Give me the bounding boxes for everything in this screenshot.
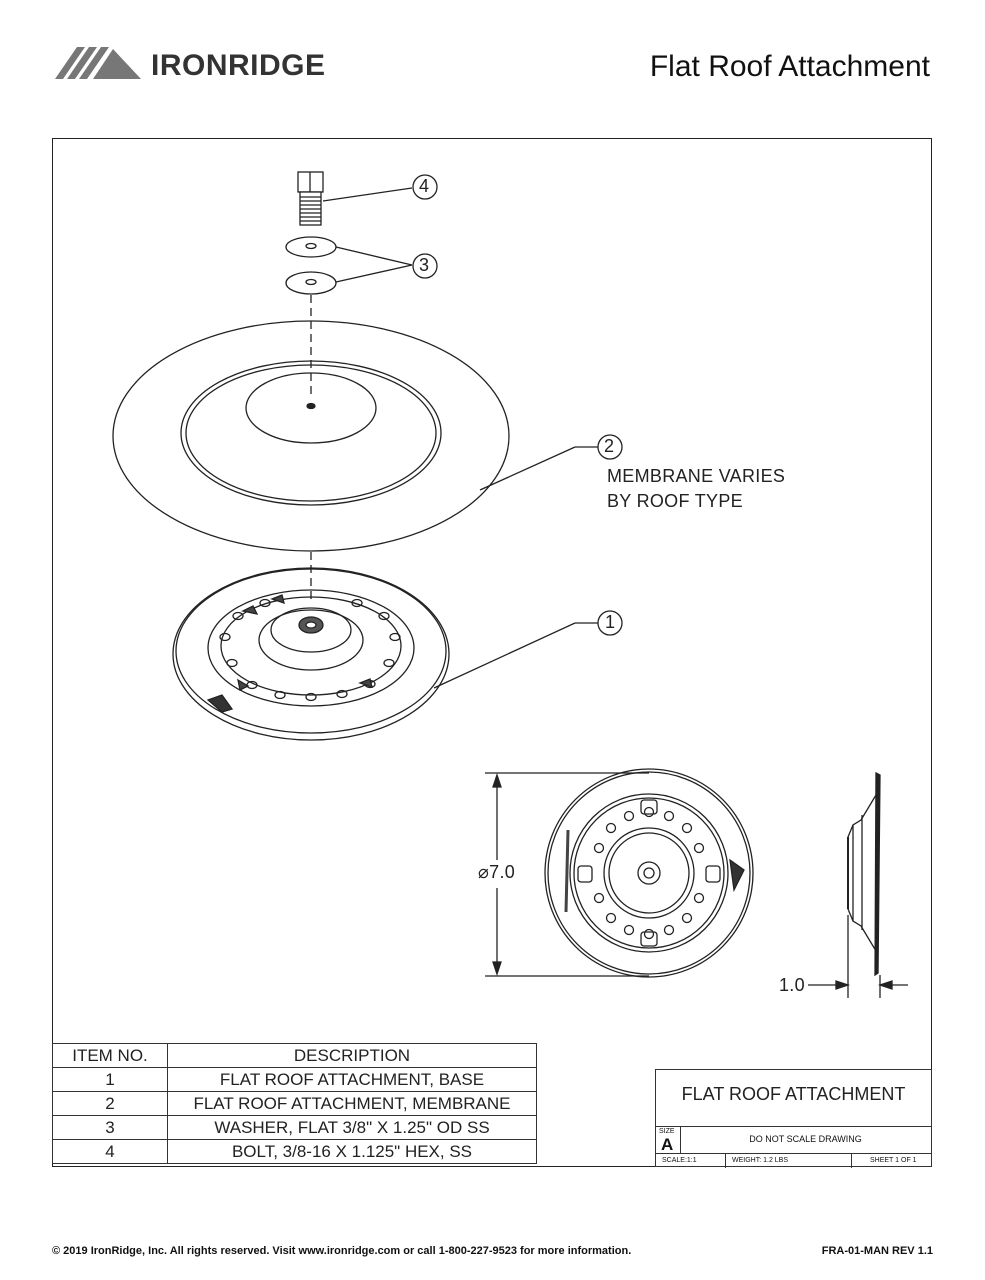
column-header-item: ITEM NO. xyxy=(52,1043,168,1068)
callout-1: 1 xyxy=(605,612,616,632)
bolt-part xyxy=(297,171,324,226)
washer-parts xyxy=(285,236,337,295)
brand-name: IRONRIDGE xyxy=(151,49,326,82)
document-id: FRA-01-MAN REV 1.1 xyxy=(821,1245,933,1257)
membrane-note-line2: BY ROOF TYPE xyxy=(607,491,743,511)
callout-3: 3 xyxy=(419,255,430,275)
size-value: A xyxy=(661,1135,674,1154)
cell-divider xyxy=(725,1154,726,1168)
drawing-frame xyxy=(52,138,932,1167)
column-header-description: DESCRIPTION xyxy=(167,1043,537,1068)
item-number: 1 xyxy=(52,1067,168,1092)
cell-divider xyxy=(851,1154,852,1168)
scale-note: DO NOT SCALE DRAWING xyxy=(749,1134,862,1144)
item-number: 2 xyxy=(52,1091,168,1116)
weight-value: WEIGHT: 1.2 LBS xyxy=(732,1157,789,1164)
base-side-view xyxy=(847,771,881,977)
diameter-dimension: ⌀7.0 xyxy=(478,862,516,883)
callout-4: 4 xyxy=(419,176,430,196)
title-block-info-row: SCALE:1:1 WEIGHT: 1.2 LBS SHEET 1 OF 1 xyxy=(656,1153,931,1168)
table-row: 3 WASHER, FLAT 3/8" X 1.25" OD SS xyxy=(52,1115,537,1140)
base-part xyxy=(172,567,450,741)
scale-value: SCALE:1:1 xyxy=(662,1157,697,1164)
title-block: FLAT ROOF ATTACHMENT SIZE A DO NOT SCALE… xyxy=(655,1069,932,1168)
item-description: BOLT, 3/8-16 X 1.125" HEX, SS xyxy=(167,1139,537,1164)
base-top-view xyxy=(544,768,754,978)
height-dimension: 1.0 xyxy=(779,975,805,995)
title-block-title: FLAT ROOF ATTACHMENT xyxy=(681,1084,906,1104)
item-description: WASHER, FLAT 3/8" X 1.25" OD SS xyxy=(167,1115,537,1140)
item-number: 3 xyxy=(52,1115,168,1140)
item-description: FLAT ROOF ATTACHMENT, BASE xyxy=(167,1067,537,1092)
table-row: 4 BOLT, 3/8-16 X 1.125" HEX, SS xyxy=(52,1139,537,1164)
membrane-part xyxy=(112,320,510,552)
item-number: 4 xyxy=(52,1139,168,1164)
copyright-text: © 2019 IronRidge, Inc. All rights reserv… xyxy=(52,1245,632,1257)
roof-stripes-icon xyxy=(55,47,141,79)
size-cell: SIZE A xyxy=(656,1127,681,1154)
size-label: SIZE xyxy=(659,1128,675,1135)
table-row: 1 FLAT ROOF ATTACHMENT, BASE xyxy=(52,1067,537,1092)
callout-2: 2 xyxy=(604,436,615,456)
item-description: FLAT ROOF ATTACHMENT, MEMBRANE xyxy=(167,1091,537,1116)
ironridge-logo: IRONRIDGE xyxy=(55,45,355,87)
membrane-note-line1: MEMBRANE VARIES xyxy=(607,466,786,486)
table-row: 2 FLAT ROOF ATTACHMENT, MEMBRANE xyxy=(52,1091,537,1116)
page-title: Flat Roof Attachment xyxy=(649,50,930,83)
bill-of-materials: ITEM NO. DESCRIPTION 1 FLAT ROOF ATTACHM… xyxy=(52,1043,537,1164)
sheet-value: SHEET 1 OF 1 xyxy=(870,1157,917,1164)
title-block-size-row: SIZE A DO NOT SCALE DRAWING xyxy=(656,1126,931,1154)
table-header-row: ITEM NO. DESCRIPTION xyxy=(52,1043,537,1068)
